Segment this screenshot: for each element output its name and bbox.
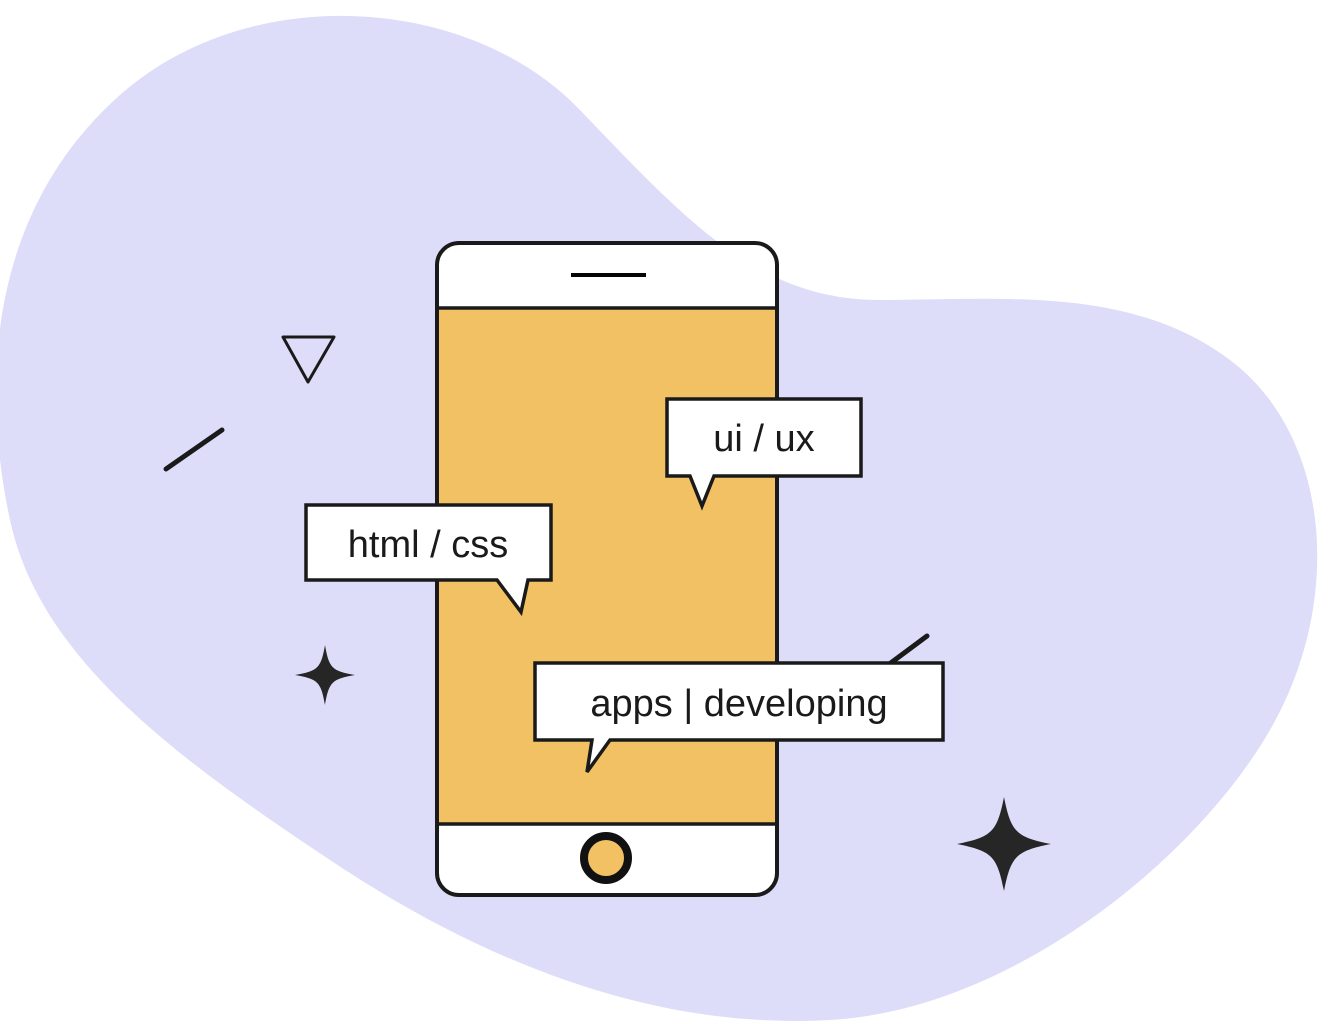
sparkle-star-large-icon [957,797,1051,891]
speech-bubble-apps-developing-label: apps | developing [590,683,887,725]
speech-bubble-apps-developing-shape [533,661,945,774]
speech-bubble-html-css-label: html / css [348,524,508,566]
speech-bubble-ui-ux-label: ui / ux [713,418,814,460]
speech-bubble-ui-ux[interactable]: ui / ux [665,397,863,511]
triangle-outline-down-icon [281,335,336,384]
speech-bubble-html-css-shape [304,503,553,617]
speech-bubble-ui-ux-shape [665,397,863,511]
sparkle-star-small-icon [295,645,355,705]
home-button[interactable] [580,832,632,884]
speech-bubble-apps-developing[interactable]: apps | developing [533,661,945,774]
speech-bubble-html-css[interactable]: html / css [304,503,553,617]
diagonal-line-left-icon [163,427,225,472]
